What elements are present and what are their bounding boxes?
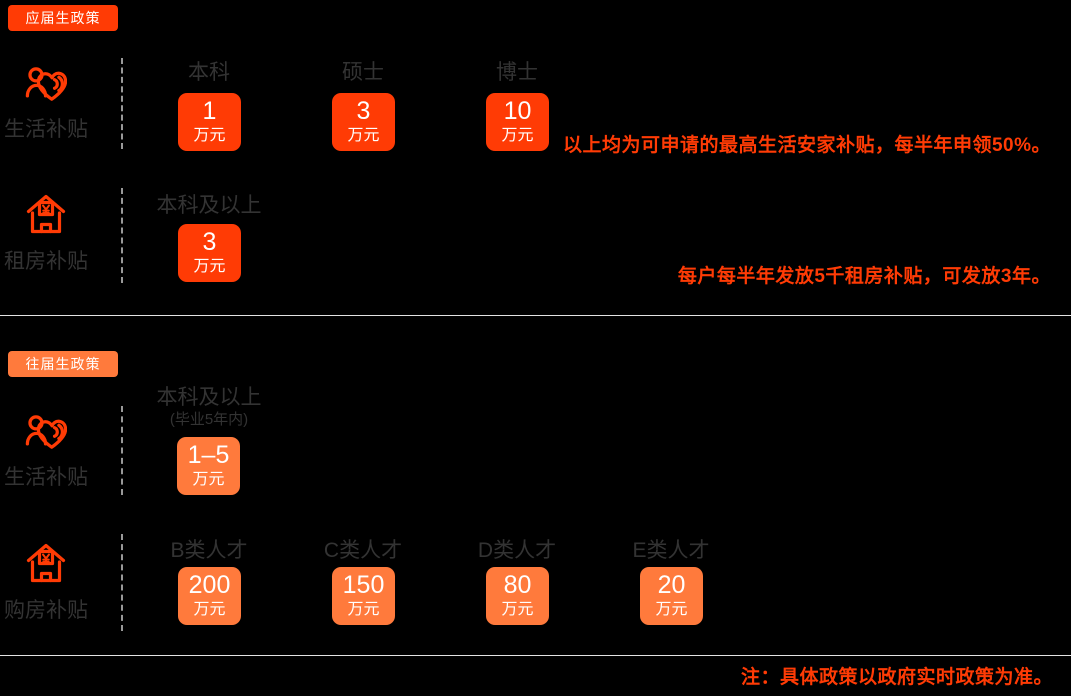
rent-subsidy-row-label: 租房补贴 (3, 192, 89, 275)
talent-class-header: C类人才 (323, 539, 403, 562)
talent-class-header: E类人才 (632, 539, 710, 562)
amount-value: 1–5 (187, 441, 230, 470)
amount-value: 200 (188, 571, 231, 600)
amount-value: 3 (202, 228, 217, 257)
talent-class-header: B类人才 (170, 539, 248, 562)
amount-box: 20 万元 (640, 567, 703, 625)
amount-value: 10 (503, 97, 532, 126)
purchase-subsidy-row-label: 购房补贴 (3, 541, 89, 624)
section-divider (0, 655, 1071, 656)
dashed-divider (121, 188, 123, 283)
amount-unit: 万元 (347, 126, 380, 144)
degree-header: 硕士 (342, 61, 384, 84)
amount-box: 3 万元 (178, 224, 241, 282)
previous-graduate-policy-badge: 往届生政策 (8, 351, 118, 377)
amount-value: 150 (342, 571, 385, 600)
fresh-graduate-policy-badge: 应届生政策 (8, 5, 118, 31)
amount-box: 10 万元 (486, 93, 549, 151)
amount-value: 1 (202, 97, 217, 126)
house-yen-icon (3, 192, 89, 236)
living-subsidy-label: 生活补贴 (4, 466, 88, 489)
degree-header: 本科及以上 (156, 194, 262, 217)
section-divider (0, 315, 1071, 316)
disclaimer-note: 注：具体政策以政府实时政策为准。 (740, 667, 1053, 688)
talent-class-header: D类人才 (477, 539, 557, 562)
amount-unit: 万元 (501, 126, 534, 144)
purchase-subsidy-label: 购房补贴 (4, 599, 88, 622)
amount-box: 150 万元 (332, 567, 395, 625)
living-subsidy-note: 以上均为可申请的最高生活安家补贴，每半年申领50%。 (562, 135, 1051, 156)
degree-header: 博士 (496, 61, 538, 84)
dashed-divider (121, 58, 123, 149)
amount-value: 80 (503, 571, 532, 600)
amount-unit: 万元 (501, 600, 534, 618)
amount-unit: 万元 (193, 126, 226, 144)
dashed-divider (121, 534, 123, 631)
amount-value: 20 (657, 571, 686, 600)
amount-unit: 万元 (347, 600, 380, 618)
house-yen-icon (3, 541, 89, 585)
amount-box: 3 万元 (332, 93, 395, 151)
amount-box: 1 万元 (178, 93, 241, 151)
living-subsidy-row-label: 生活补贴 (3, 410, 89, 491)
person-heart-icon (3, 62, 89, 104)
amount-box: 80 万元 (486, 567, 549, 625)
amount-unit: 万元 (193, 600, 226, 618)
amount-value: 3 (356, 97, 371, 126)
amount-unit: 万元 (655, 600, 688, 618)
living-subsidy-row-label: 生活补贴 (3, 62, 89, 143)
rent-subsidy-note: 每户每半年发放5千租房补贴，可发放3年。 (677, 266, 1051, 287)
degree-header: 本科及以上 (156, 386, 262, 409)
amount-unit: 万元 (192, 470, 225, 488)
person-heart-icon (3, 410, 89, 452)
amount-box: 1–5 万元 (177, 437, 240, 495)
degree-subheader: (毕业5年内) (169, 411, 249, 428)
degree-header: 本科 (188, 61, 230, 84)
amount-unit: 万元 (193, 257, 226, 275)
rent-subsidy-label: 租房补贴 (4, 250, 88, 273)
amount-box: 200 万元 (178, 567, 241, 625)
living-subsidy-label: 生活补贴 (4, 118, 88, 141)
dashed-divider (121, 406, 123, 495)
